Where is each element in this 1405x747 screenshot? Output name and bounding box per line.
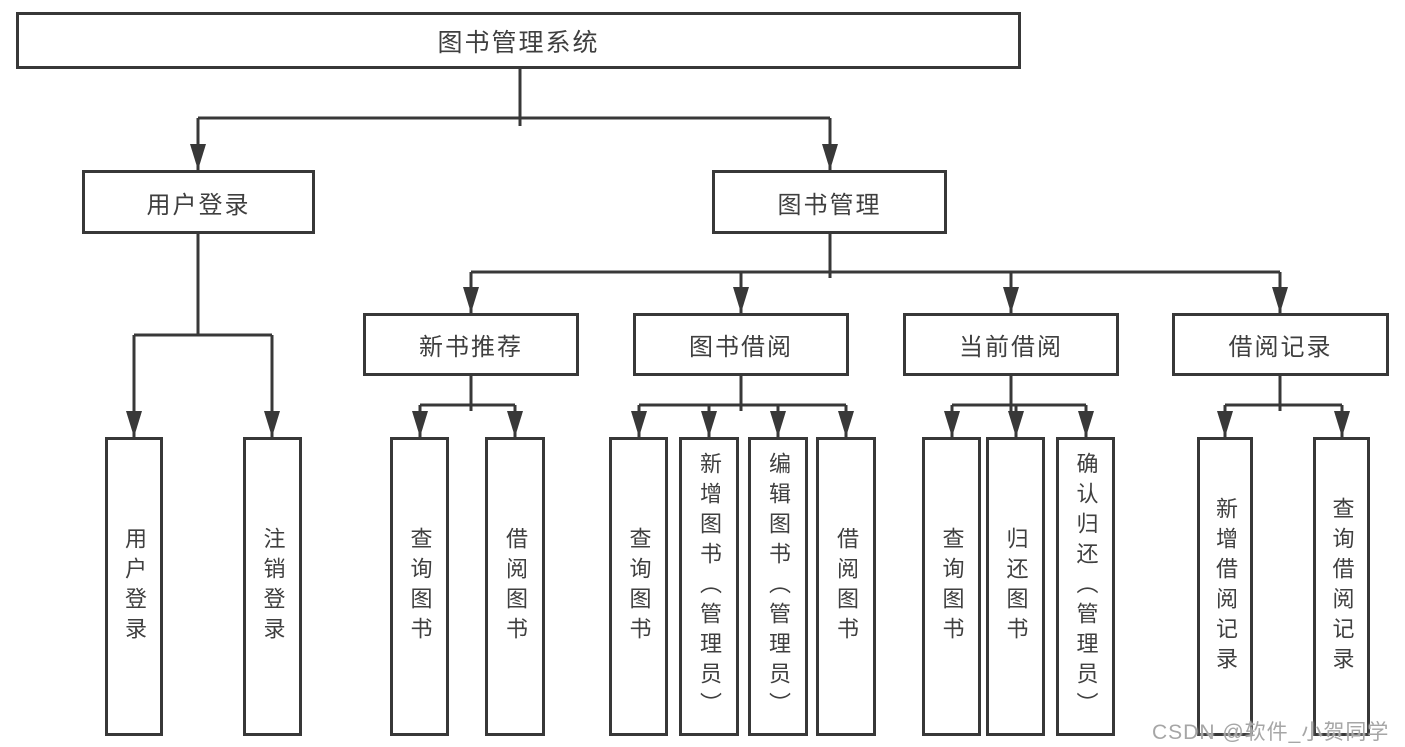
- leaf-cb-query-books-label: 查询图书: [939, 526, 965, 647]
- leaf-logout-login: 注销登录: [243, 437, 302, 736]
- leaf-bb-borrow-books: 借阅图书: [816, 437, 876, 736]
- node-user-login: 用户登录: [82, 170, 315, 234]
- leaf-nb-borrow-books: 借阅图书: [485, 437, 545, 736]
- csdn-watermark: CSDN @软件_小贺同学: [1152, 721, 1390, 744]
- node-book-management: 图书管理: [712, 170, 947, 234]
- leaf-bb-borrow-books-label: 借阅图书: [834, 526, 859, 647]
- leaf-nb-query-books-label: 查询图书: [407, 526, 433, 647]
- node-borrow-records-label: 借阅记录: [1228, 334, 1333, 361]
- node-user-login-label: 用户登录: [146, 191, 251, 219]
- leaf-br-query-record-label: 查询借阅记录: [1329, 496, 1355, 677]
- node-book-borrowing: 图书借阅: [633, 313, 849, 376]
- leaf-nb-borrow-books-label: 借阅图书: [503, 526, 528, 647]
- node-borrow-records: 借阅记录: [1172, 313, 1389, 376]
- node-book-management-label: 图书管理: [777, 191, 882, 219]
- leaf-br-add-record: 新增借阅记录: [1197, 437, 1253, 736]
- leaf-bb-query-books-label: 查询图书: [626, 526, 652, 647]
- leaf-cb-return-books: 归还图书: [986, 437, 1045, 736]
- node-library-system: 图书管理系统: [16, 12, 1021, 69]
- leaf-bb-query-books: 查询图书: [609, 437, 668, 736]
- leaf-bb-edit-books-admin: 编辑图书（管理员）: [748, 437, 808, 736]
- node-current-borrowing-label: 当前借阅: [959, 334, 1063, 361]
- node-book-borrowing-label: 图书借阅: [689, 334, 793, 361]
- leaf-bb-edit-books-admin-label: 编辑图书（管理员）: [766, 451, 791, 722]
- leaf-cb-query-books: 查询图书: [922, 437, 981, 736]
- leaf-nb-query-books: 查询图书: [390, 437, 449, 736]
- leaf-user-login: 用户登录: [105, 437, 163, 736]
- leaf-bb-add-books-admin: 新增图书（管理员）: [679, 437, 739, 736]
- node-new-book-recommend: 新书推荐: [363, 313, 579, 376]
- leaf-user-login-label: 用户登录: [122, 526, 147, 647]
- leaf-cb-confirm-return-admin-label: 确认归还（管理员）: [1073, 451, 1099, 722]
- leaf-bb-add-books-admin-label: 新增图书（管理员）: [697, 451, 722, 722]
- leaf-br-query-record: 查询借阅记录: [1313, 437, 1370, 736]
- leaf-logout-login-label: 注销登录: [260, 526, 286, 647]
- node-current-borrowing: 当前借阅: [903, 313, 1119, 376]
- leaf-cb-confirm-return-admin: 确认归还（管理员）: [1056, 437, 1115, 736]
- node-new-book-recommend-label: 新书推荐: [419, 334, 523, 361]
- leaf-cb-return-books-label: 归还图书: [1003, 526, 1029, 647]
- node-library-system-label: 图书管理系统: [437, 28, 600, 57]
- leaf-br-add-record-label: 新增借阅记录: [1213, 496, 1238, 677]
